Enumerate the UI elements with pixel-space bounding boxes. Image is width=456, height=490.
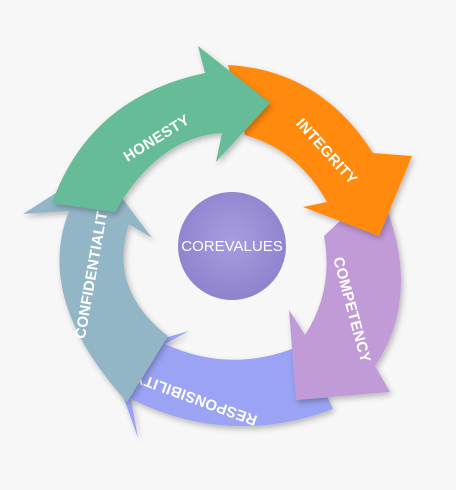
honesty-arrow [52,46,270,212]
integrity-arrow [228,65,412,236]
center-circle [178,192,286,300]
responsibility-arrow [108,331,333,438]
segment-responsibility: RESPONSIBILITY [108,331,333,438]
center-label: COREVALUES [181,238,282,255]
confidentiality-arrow [23,166,168,402]
segment-confidentiality: CONFIDENTIALITY [23,166,168,402]
center-node: COREVALUES [178,192,286,300]
segment-competency: COMPETENCY [289,186,402,400]
competency-arrow [289,186,402,400]
